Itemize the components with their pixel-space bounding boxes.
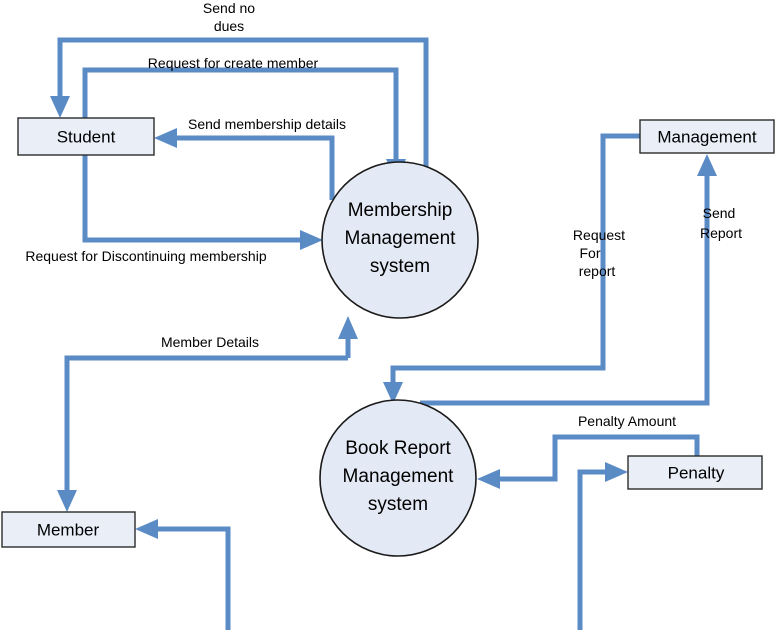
- flow-into-member-line: [155, 526, 231, 630]
- label-send-report-line-1: Report: [700, 225, 742, 241]
- entity-management-box: [639, 119, 775, 154]
- label-send-no-dues-line-1: dues: [214, 18, 244, 34]
- label-request-for-report-line-0: Request: [573, 227, 625, 243]
- flow-penalty-amount-line: [497, 434, 700, 482]
- flow-request-for-report-arrowhead: [383, 382, 403, 404]
- entity-penalty-label: Penalty: [668, 463, 725, 482]
- flow-into-member[interactable]: [135, 519, 231, 630]
- flow-send-no-dues[interactable]: [50, 37, 429, 185]
- entity-member-label: Member: [37, 520, 100, 539]
- process-book-report-management-system-line-2: system: [368, 494, 428, 515]
- flow-send-report-arrowhead: [697, 154, 717, 176]
- entity-management[interactable]: Management: [639, 119, 775, 154]
- label-send-report: Send Report: [700, 205, 742, 241]
- process-book-report-management-system-line-0: Book Report: [345, 438, 451, 459]
- entity-management-label: Management: [657, 127, 757, 146]
- flow-request-for-discontinuing-membership-arrowhead: [300, 230, 323, 250]
- label-request-for-create-member: Request for create member: [148, 55, 319, 71]
- process-book-report-management-system-shape: [319, 399, 477, 557]
- label-request-for-report-line-2: report: [579, 263, 616, 279]
- label-penalty-amount: Penalty Amount: [578, 413, 676, 429]
- entity-student[interactable]: Student: [17, 117, 155, 156]
- entity-member-box: [1, 511, 136, 548]
- flow-into-penalty[interactable]: [577, 462, 628, 630]
- label-request-for-report: Request For report: [573, 227, 625, 279]
- flow-send-no-dues-line: [57, 37, 429, 185]
- flow-member-details-line: [64, 355, 348, 494]
- entity-student-label: Student: [57, 127, 116, 146]
- process-membership-management-system-line-2: system: [370, 256, 430, 277]
- process-membership-management-system[interactable]: Membership Management system: [321, 161, 479, 319]
- flow-into-member-arrowhead: [135, 519, 158, 539]
- flow-into-penalty-arrowhead: [605, 462, 628, 482]
- flow-send-membership-details-line: [174, 135, 335, 200]
- process-book-report-management-system[interactable]: Book Report Management system: [319, 399, 477, 557]
- process-membership-management-system-shape: [321, 161, 479, 319]
- flow-request-for-discontinuing-membership-line: [82, 150, 303, 243]
- flow-penalty-amount-arrowhead: [477, 469, 500, 489]
- flow-member-details-arrowhead-to-process: [338, 316, 358, 339]
- entity-member[interactable]: Member: [1, 511, 136, 548]
- label-send-report-line-0: Send: [703, 205, 736, 221]
- flow-member-details[interactable]: [57, 316, 358, 512]
- label-send-no-dues-line-0: Send no: [203, 0, 255, 16]
- flow-send-membership-details[interactable]: [154, 128, 335, 200]
- flow-send-report-line: [420, 172, 710, 406]
- process-membership-management-system-line-1: Management: [345, 228, 457, 249]
- flow-request-for-create-member-line: [82, 67, 399, 162]
- flow-request-for-report-line: [390, 133, 640, 386]
- flow-penalty-amount[interactable]: [477, 434, 700, 489]
- flow-send-no-dues-arrowhead: [50, 96, 70, 118]
- process-book-report-management-system-line-1: Management: [343, 466, 455, 487]
- label-member-details: Member Details: [161, 334, 259, 350]
- entity-penalty-box: [627, 455, 763, 490]
- entity-student-box: [17, 117, 155, 156]
- label-send-membership-details: Send membership details: [188, 116, 346, 132]
- flow-request-for-report[interactable]: [383, 133, 640, 404]
- flow-request-for-discontinuing-membership[interactable]: [82, 150, 323, 250]
- flow-member-details-arrowhead-to-member: [57, 490, 77, 512]
- label-request-for-discontinuing-membership: Request for Discontinuing membership: [25, 248, 266, 264]
- flow-into-penalty-line: [577, 469, 608, 630]
- entity-penalty[interactable]: Penalty: [627, 455, 763, 490]
- label-send-no-dues: Send no dues: [203, 0, 255, 34]
- flow-send-report[interactable]: [420, 154, 717, 406]
- process-membership-management-system-line-0: Membership: [348, 200, 453, 221]
- label-request-for-report-line-1: For: [580, 245, 601, 261]
- flow-send-membership-details-arrowhead: [154, 128, 177, 148]
